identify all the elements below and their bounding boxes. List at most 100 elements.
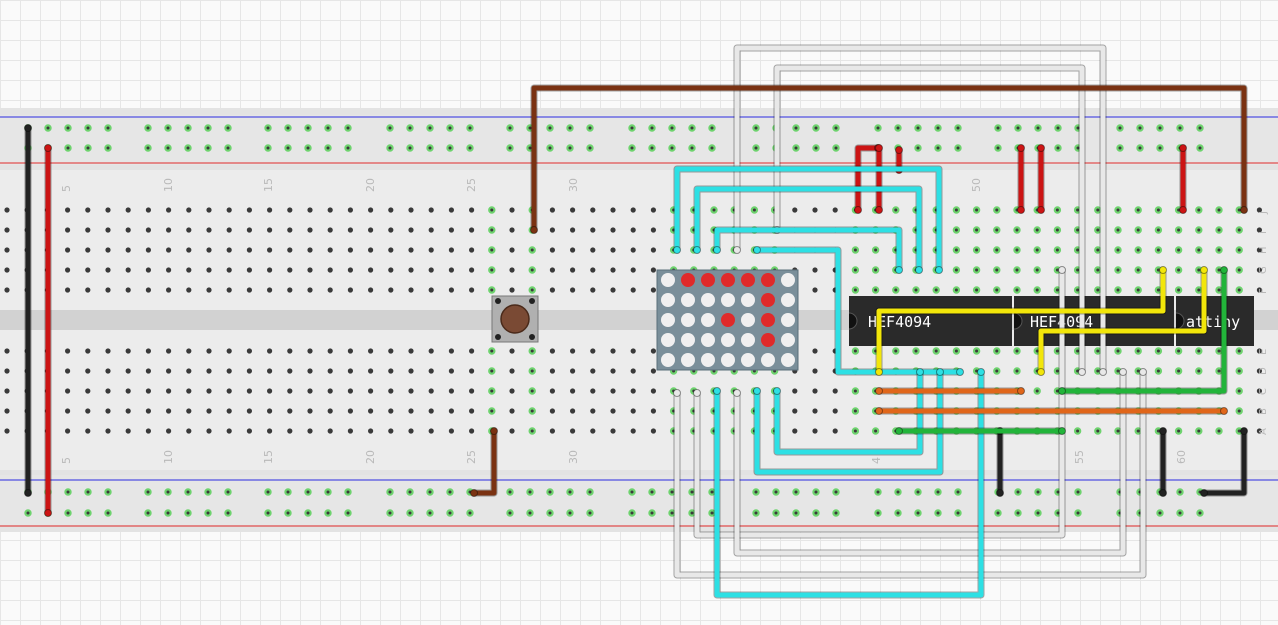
hole[interactable]: [1195, 347, 1203, 355]
hole[interactable]: [428, 348, 434, 354]
rail-hole[interactable]: [406, 144, 414, 152]
rail-hole[interactable]: [586, 509, 594, 517]
hole[interactable]: [327, 267, 333, 273]
hole[interactable]: [1154, 367, 1163, 375]
hole[interactable]: [590, 247, 596, 253]
hole[interactable]: [851, 387, 860, 395]
hole[interactable]: [287, 227, 293, 233]
rail-hole[interactable]: [466, 509, 474, 517]
hole[interactable]: [1256, 247, 1262, 253]
hole[interactable]: [1256, 368, 1262, 374]
red-wire[interactable]: [1017, 144, 1025, 214]
rail-hole[interactable]: [204, 144, 212, 152]
hole[interactable]: [590, 207, 596, 213]
hole[interactable]: [650, 267, 657, 273]
hole[interactable]: [1094, 226, 1102, 234]
hole[interactable]: [812, 207, 818, 213]
rail-hole[interactable]: [24, 509, 32, 517]
hole[interactable]: [1256, 428, 1262, 434]
red-wire[interactable]: [875, 144, 883, 214]
hole[interactable]: [993, 286, 1001, 294]
hole[interactable]: [166, 247, 172, 253]
hole[interactable]: [226, 388, 232, 394]
hole[interactable]: [549, 368, 556, 374]
pushbutton[interactable]: [491, 295, 539, 343]
rail-hole[interactable]: [264, 509, 272, 517]
hole[interactable]: [347, 428, 353, 434]
rail-hole[interactable]: [914, 124, 922, 132]
rail-hole[interactable]: [812, 509, 820, 517]
rail-hole[interactable]: [426, 144, 434, 152]
hole[interactable]: [267, 348, 273, 354]
black-wire[interactable]: [1159, 427, 1167, 497]
rail-hole[interactable]: [184, 124, 192, 132]
hole[interactable]: [630, 368, 636, 374]
hole[interactable]: [972, 246, 981, 254]
hole[interactable]: [166, 388, 172, 394]
rail-hole[interactable]: [406, 124, 414, 132]
hole[interactable]: [4, 388, 10, 394]
hole[interactable]: [287, 408, 293, 414]
hole[interactable]: [570, 348, 576, 354]
rail-hole[interactable]: [648, 509, 656, 517]
rail-hole[interactable]: [204, 488, 212, 496]
hole[interactable]: [85, 408, 91, 414]
rail-hole[interactable]: [546, 509, 554, 517]
hole[interactable]: [85, 428, 91, 434]
rail-hole[interactable]: [1176, 488, 1184, 496]
hole[interactable]: [1094, 246, 1102, 254]
hole[interactable]: [448, 247, 454, 253]
hole[interactable]: [85, 368, 91, 374]
black-rail-wire[interactable]: [24, 124, 32, 497]
hole[interactable]: [428, 388, 434, 394]
hole[interactable]: [85, 388, 91, 394]
rail-hole[interactable]: [546, 144, 554, 152]
rail-hole[interactable]: [1196, 124, 1204, 132]
rail-hole[interactable]: [1176, 509, 1184, 517]
hole[interactable]: [105, 348, 111, 354]
hole[interactable]: [630, 227, 636, 233]
hole[interactable]: [469, 408, 475, 414]
hole[interactable]: [287, 207, 293, 213]
rail-hole[interactable]: [792, 488, 800, 496]
hole[interactable]: [1094, 286, 1102, 294]
rail-hole[interactable]: [752, 144, 760, 152]
hole[interactable]: [125, 368, 131, 374]
red-rail-wire[interactable]: [44, 144, 52, 517]
hole[interactable]: [590, 287, 596, 293]
rail-hole[interactable]: [772, 488, 780, 496]
hole[interactable]: [206, 227, 212, 233]
hole[interactable]: [469, 368, 475, 374]
hole[interactable]: [1013, 286, 1021, 294]
hole[interactable]: [488, 347, 496, 355]
hole[interactable]: [630, 207, 636, 213]
rail-hole[interactable]: [386, 488, 394, 496]
hole[interactable]: [186, 287, 192, 293]
hole[interactable]: [166, 348, 172, 354]
hole[interactable]: [267, 287, 273, 293]
hole[interactable]: [509, 408, 515, 414]
hole[interactable]: [388, 428, 394, 434]
hole[interactable]: [368, 247, 374, 253]
hole[interactable]: [792, 408, 798, 414]
rail-hole[interactable]: [264, 488, 272, 496]
hole[interactable]: [871, 266, 880, 274]
rail-hole[interactable]: [1196, 144, 1204, 152]
hole[interactable]: [1215, 206, 1223, 214]
hole[interactable]: [832, 408, 838, 414]
hole[interactable]: [509, 348, 515, 354]
rail-hole[interactable]: [164, 488, 172, 496]
hole[interactable]: [186, 388, 192, 394]
hole[interactable]: [307, 287, 313, 293]
hole[interactable]: [650, 368, 657, 374]
rail-hole[interactable]: [304, 509, 312, 517]
rail-hole[interactable]: [64, 124, 72, 132]
hole[interactable]: [145, 227, 151, 233]
hole[interactable]: [368, 348, 374, 354]
hole[interactable]: [186, 267, 192, 273]
hole[interactable]: [388, 227, 394, 233]
hole[interactable]: [145, 368, 151, 374]
hole[interactable]: [1114, 286, 1122, 294]
rail-hole[interactable]: [164, 124, 172, 132]
hole[interactable]: [85, 348, 91, 354]
